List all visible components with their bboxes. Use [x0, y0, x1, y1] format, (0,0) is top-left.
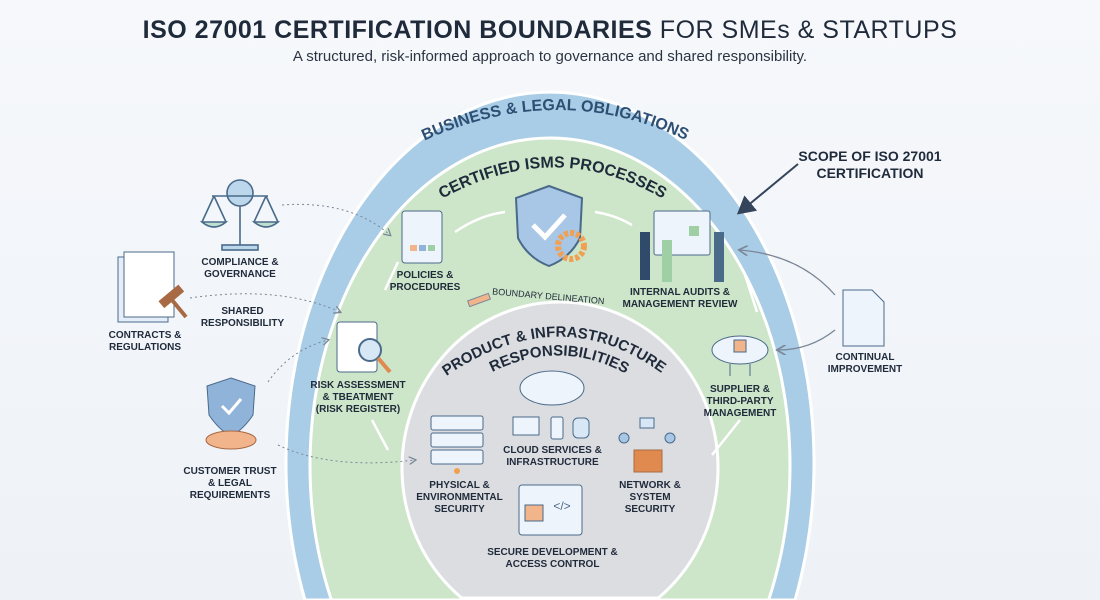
page-title: ISO 27001 CERTIFICATION BOUNDARIES FOR S… — [0, 16, 1100, 45]
server-rack-icon — [430, 415, 484, 474]
audits-label: INTERNAL AUDITS & MANAGEMENT REVIEW — [622, 287, 738, 310]
boundary-barrier-icon — [466, 292, 492, 308]
risk-assessment-label: RISK ASSESSMENT & TBEATMENT (RISK REGIST… — [310, 380, 406, 415]
network-firewall-icon — [618, 417, 676, 473]
svg-text:</>: </> — [553, 499, 570, 513]
secure-development-label: SECURE DEVELOPMENT & ACCESS CONTROL — [487, 547, 618, 570]
scope-label: SCOPE OF ISO 27001 CERTIFICATION — [798, 148, 942, 181]
shield-gear-icon — [514, 184, 587, 268]
policies-label: POLICIES & PROCEDURES — [389, 270, 461, 293]
customer-trust-label: CUSTOMER TRUST & LEGAL REQUIREMENTS — [183, 466, 277, 501]
page-subtitle: A structured, risk-informed approach to … — [292, 48, 808, 65]
cloud-lock-icon — [711, 335, 769, 376]
code-lock-icon: </> — [518, 484, 583, 536]
scales-globe-icon — [199, 179, 281, 251]
network-security-label: NETWORK & SYSTEM SECURITY — [619, 480, 681, 515]
cloud-services-label: CLOUD SERVICES & INFRASTRUCTURE — [503, 445, 602, 468]
audit-team-icon — [640, 210, 724, 282]
title-bold: ISO 27001 CERTIFICATION BOUNDARIES — [142, 16, 653, 44]
continual-improvement-label: CONTINUAL IMPROVEMENT — [827, 352, 903, 375]
connector-compliance — [281, 203, 390, 235]
shared-responsibility-label: SHARED RESPONSIBILITY — [200, 306, 285, 329]
contracts-label: CONTRACTS & REGULATIONS — [108, 330, 182, 353]
inner-ring — [400, 300, 720, 600]
connector-contracts — [189, 293, 340, 312]
physical-security-label: PHYSICAL & ENVIRONMENTAL SECURITY — [416, 480, 503, 515]
compliance-label: COMPLIANCE & GOVERNANCE — [201, 257, 279, 280]
risk-register-icon — [336, 321, 392, 374]
cloud-services-icon — [512, 370, 590, 440]
connector-improvement-supplier — [778, 329, 836, 350]
scope-arrow — [736, 163, 799, 215]
connector-customer-down — [277, 444, 415, 463]
title-light: FOR SMEs & STARTUPS — [652, 16, 958, 44]
connector-improvement-audits — [740, 250, 836, 296]
contract-gavel-icon — [117, 251, 188, 323]
improvement-document-icon — [842, 289, 885, 347]
supplier-label: SUPPLIER & THIRD-PARTY MANAGEMENT — [703, 384, 777, 419]
process-flow-arrows — [370, 210, 759, 456]
shield-handshake-icon — [205, 377, 257, 450]
policy-document-icon — [401, 210, 443, 264]
